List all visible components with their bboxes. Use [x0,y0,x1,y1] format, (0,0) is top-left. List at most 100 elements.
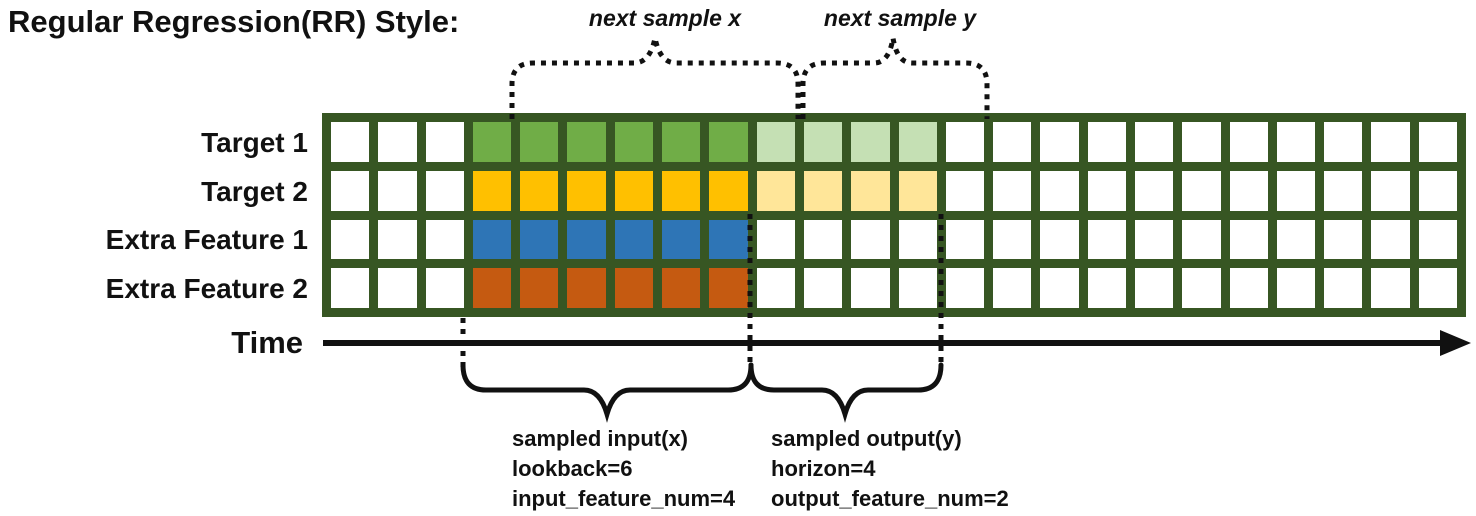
grid-cell [614,170,654,211]
sampled-output-note: sampled output(y) horizon=4 output_featu… [771,424,1009,514]
grid-cell [1134,268,1174,308]
diagram-title: Regular Regression(RR) Style: [8,4,460,39]
grid-cell [851,219,890,260]
grid [322,113,1466,317]
grid-cell [1134,219,1174,260]
grid-cell [567,122,606,162]
sampled-input-line-3: input_feature_num=4 [512,486,736,511]
grid-cell [331,122,370,162]
grid-cell [1371,122,1410,162]
grid-cell [1229,170,1268,211]
sampled-output-brace [748,362,944,423]
sampled-input-note: sampled input(x) lookback=6 input_featur… [512,424,735,514]
grid-cell [993,268,1032,308]
grid-cell [1087,122,1126,162]
sampled-output-line-3: output_feature_num=2 [771,486,1009,511]
grid-cell [520,122,559,162]
grid-cell [1087,219,1126,260]
grid-cell [472,170,512,211]
grid-cell [709,268,748,308]
row-label-extra-feature-1: Extra Feature 1 [105,224,308,255]
sampled-input-line-2: lookback=6 [512,456,633,481]
grid-cell [378,219,417,260]
grid-cell [803,219,843,260]
grid-cell [756,122,795,162]
grid-cell [662,122,701,162]
grid-cell [1324,268,1363,308]
grid-cell [425,268,464,308]
grid-cell [709,122,748,162]
grid-cell [756,268,795,308]
sampled-input-line-1: sampled input(x) [512,426,689,451]
row-label-extra-feature-2: Extra Feature 2 [105,273,308,304]
grid-cell [756,170,795,211]
grid-cell [520,219,559,260]
grid-cell [1418,219,1457,260]
grid-cell [567,268,606,308]
grid-cell [756,219,795,260]
grid-cell [898,122,937,162]
grid-cell [1134,170,1174,211]
grid-cell [1040,170,1079,211]
grid-cell [662,268,701,308]
grid-cell [803,122,843,162]
grid-cell [331,219,370,260]
grid-cell [709,219,748,260]
grid-cell [1040,268,1079,308]
grid-cell [993,122,1032,162]
grid-cell [378,122,417,162]
grid-cell [331,170,370,211]
grid-cell [614,219,654,260]
grid-cell [1324,122,1363,162]
grid-cell [1276,170,1316,211]
grid-cell [425,219,464,260]
grid-cell [472,268,512,308]
row-label-target-1: Target 1 [201,127,308,158]
grid-cell [1182,170,1221,211]
sampled-output-line-1: sampled output(y) [771,426,962,451]
grid-cell [378,170,417,211]
next-sample-x-label: next sample x [588,5,742,31]
time-axis-label: Time [231,325,303,360]
grid-cell [1371,170,1410,211]
grid-cell [425,170,464,211]
grid-cell [1418,268,1457,308]
grid-cell [1087,268,1126,308]
grid-cell [945,268,985,308]
grid-cell [945,219,985,260]
grid-cell [520,268,559,308]
grid-cell [662,219,701,260]
grid-cell [472,219,512,260]
grid-cell [378,268,417,308]
grid-cell [1276,122,1316,162]
grid-cell [993,170,1032,211]
grid-cell [993,219,1032,260]
grid-cell [1182,122,1221,162]
grid-cell [1418,122,1457,162]
grid-cell [472,122,512,162]
next-sample-y-brace [800,37,990,119]
grid-cell [898,219,937,260]
grid-cell [1182,219,1221,260]
grid-cell [851,268,890,308]
grid-cell [1324,219,1363,260]
grid-cell [1040,122,1079,162]
grid-cell [1182,268,1221,308]
grid-cell [614,268,654,308]
row-label-target-2: Target 2 [201,176,308,207]
grid-cell [851,170,890,211]
grid-cell [567,219,606,260]
next-sample-y-label: next sample y [823,5,977,31]
grid-cell [898,170,937,211]
grid-cell [1371,219,1410,260]
grid-cell [1324,170,1363,211]
grid-cell [1134,122,1174,162]
grid-cell [567,170,606,211]
grid-cell [851,122,890,162]
grid-cell [520,170,559,211]
grid-cell [1087,170,1126,211]
grid-cell [945,170,985,211]
grid-cell [1229,122,1268,162]
grid-cell [803,170,843,211]
